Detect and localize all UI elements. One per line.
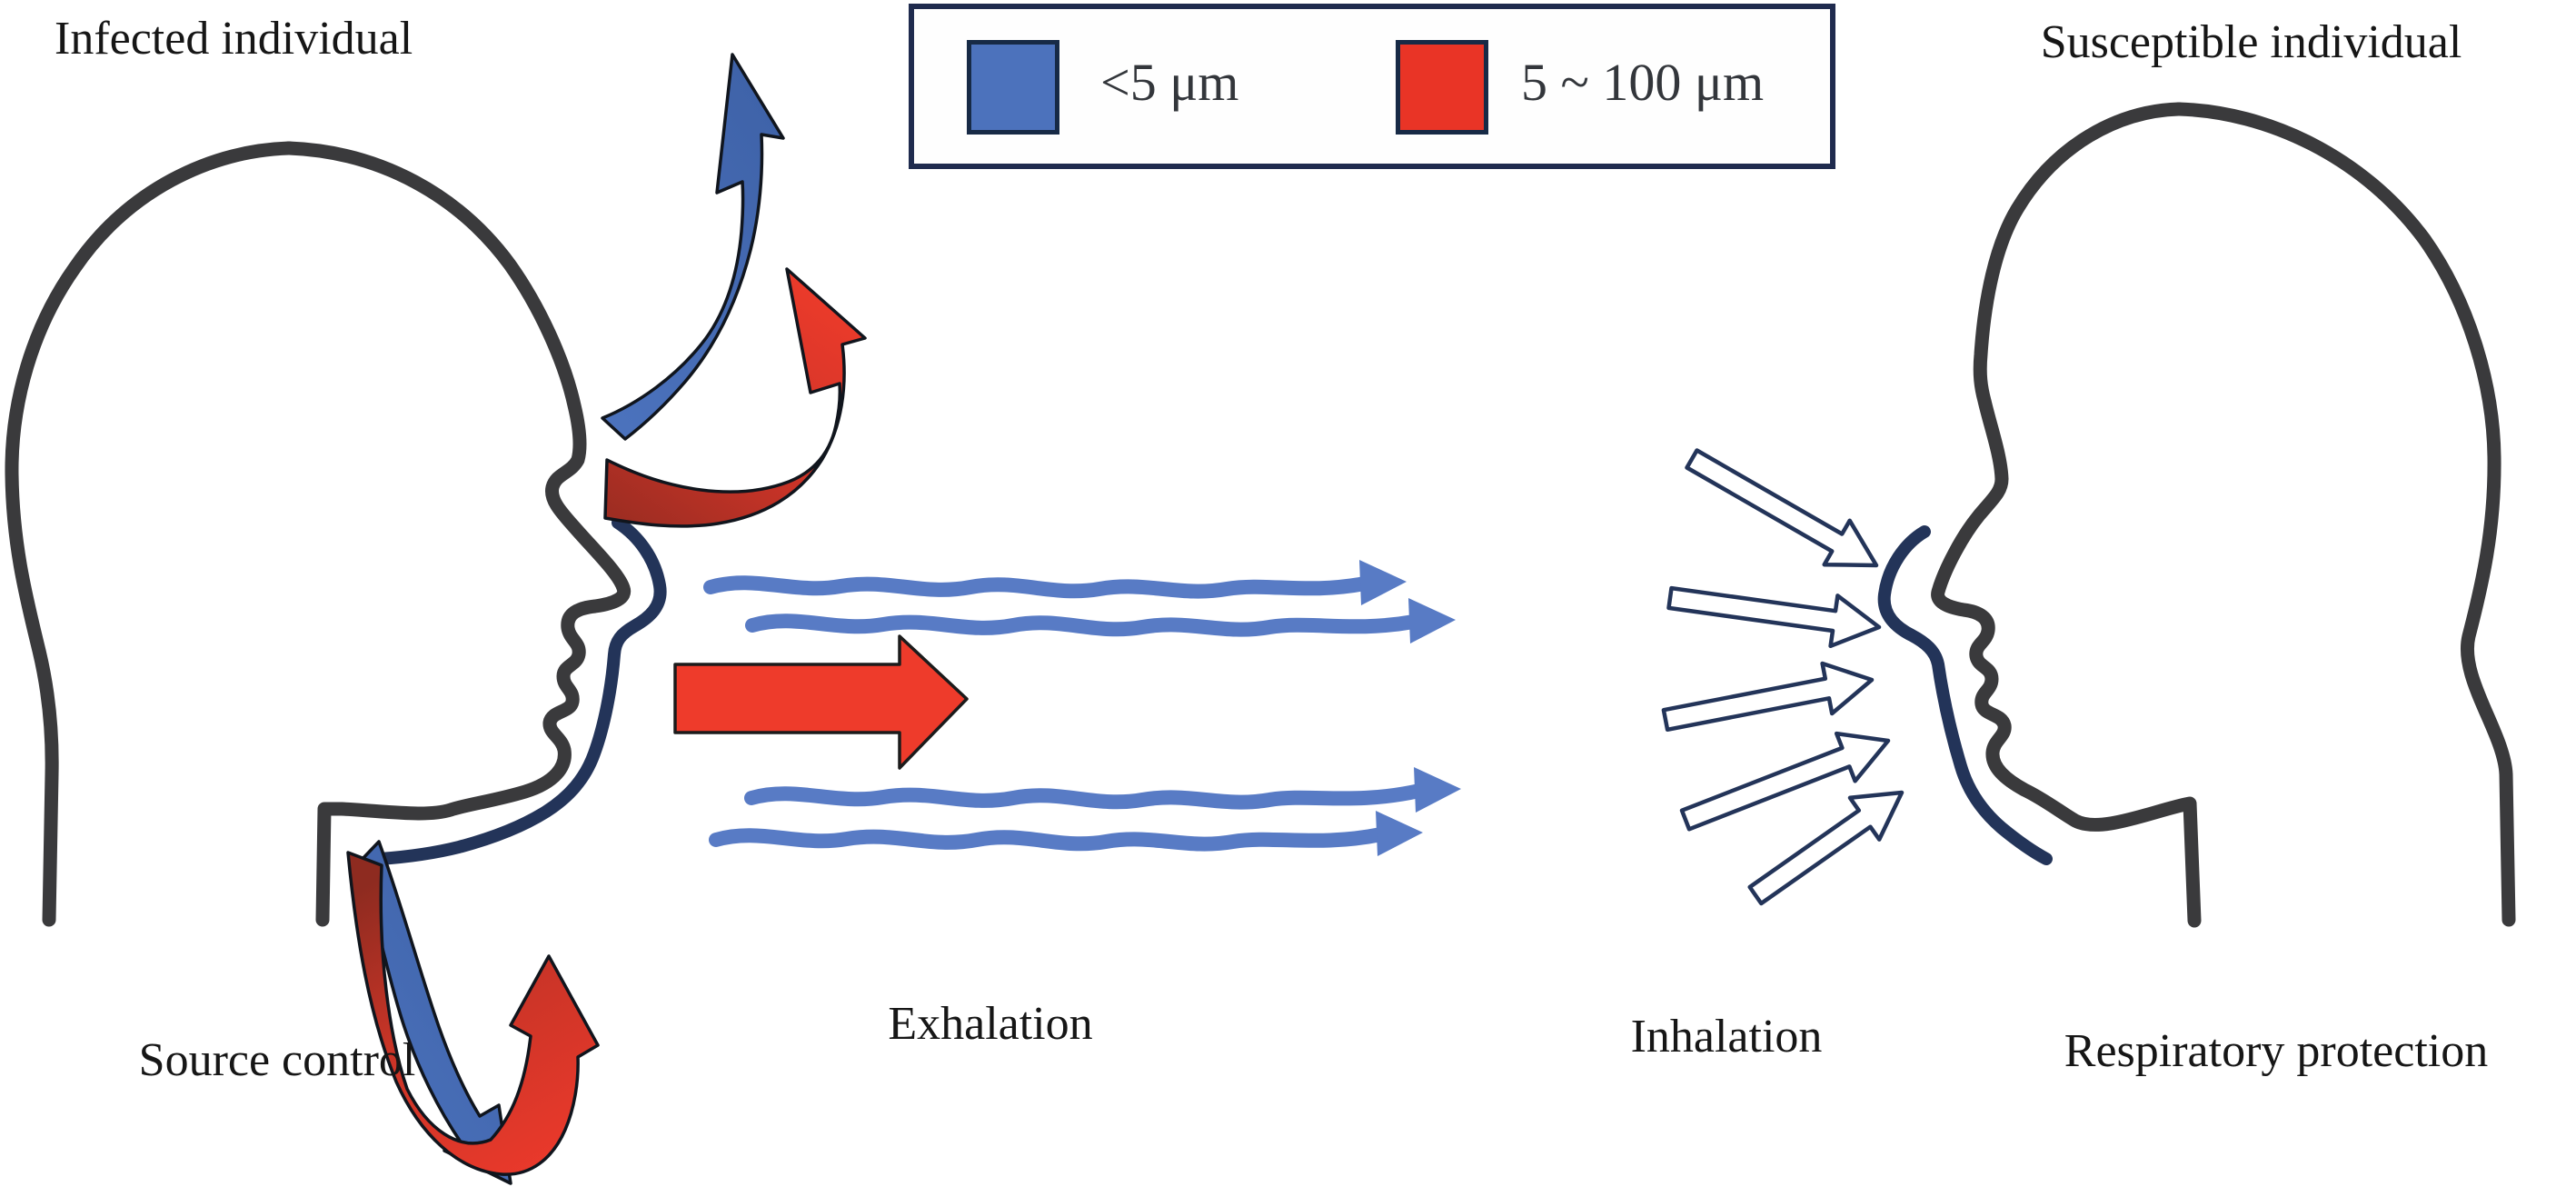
droplet-size-swatch <box>1396 40 1488 135</box>
infected-head-back <box>5 141 296 927</box>
aerosol-arrowhead-2 <box>1408 598 1456 643</box>
inhalation-arrow-5 <box>1747 790 1905 906</box>
respiratory-protection-mask-line <box>1877 525 2053 865</box>
susceptible-head-back <box>2172 102 2516 927</box>
source-control-label: Source control <box>138 1034 416 1086</box>
aerosol-arrowhead-1 <box>1359 560 1407 605</box>
source-control-mask-line <box>373 516 667 865</box>
aerosol-size-label: <5 μm <box>1100 53 1239 112</box>
droplet-size-label: 5 ~ 100 μm <box>1521 53 1765 112</box>
escaped-droplet-down-arrow <box>346 851 600 1176</box>
infected-individual-title: Infected individual <box>55 13 413 65</box>
exhalation-label: Exhalation <box>888 998 1093 1050</box>
inhalation-label: Inhalation <box>1630 1011 1823 1062</box>
inhalation-arrow-1 <box>1685 448 1879 568</box>
susceptible-head-outline <box>1931 102 2516 928</box>
exhaled-aerosol-arrowheads <box>1359 560 1461 856</box>
susceptible-face-profile <box>1931 102 2202 928</box>
aerosol-stream-2 <box>745 613 1421 637</box>
inhalation-arrow-3 <box>1661 661 1875 733</box>
aerosol-stream-3 <box>744 783 1427 810</box>
exhaled-droplet-block-arrow <box>673 634 969 770</box>
aerosol-stream-4 <box>709 827 1388 852</box>
aerosol-stream-1 <box>703 575 1372 599</box>
infected-head-outline <box>5 141 632 927</box>
aerosol-arrowhead-3 <box>1414 767 1461 813</box>
respiratory-protection-label: Respiratory protection <box>2064 1025 2489 1077</box>
particle-size-legend: <5 μm 5 ~ 100 μm <box>909 4 1835 169</box>
exhaled-aerosol-streams <box>703 575 1427 852</box>
inhalation-arrow-4 <box>1679 731 1891 832</box>
aerosol-arrowhead-4 <box>1376 811 1423 856</box>
inhalation-arrows <box>1661 448 1905 906</box>
escaped-aerosol-up-arrow <box>601 53 785 441</box>
infected-face-profile <box>282 141 632 927</box>
aerosol-size-swatch <box>967 40 1059 135</box>
inhalation-arrow-2 <box>1666 585 1882 649</box>
escaped-droplet-up-arrow <box>603 267 867 528</box>
susceptible-individual-title: Susceptible individual <box>2040 16 2462 68</box>
